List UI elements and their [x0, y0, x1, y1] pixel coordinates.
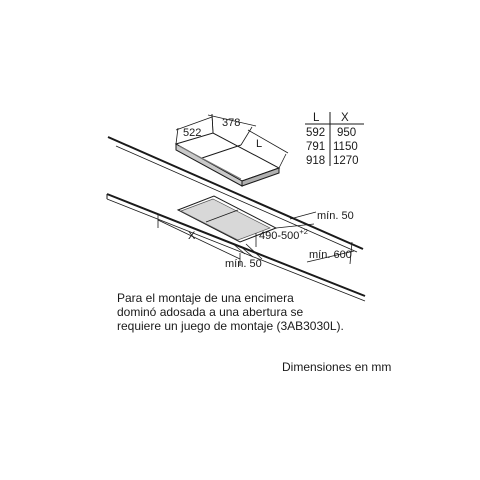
x-dimension — [157, 214, 241, 266]
mounting-note-line-2: dominó adosada a una abertura se — [117, 305, 304, 319]
dim-min-back: mín. 50 — [317, 210, 354, 222]
table-cell-l-3: 918 — [306, 155, 325, 167]
dim-cutout-depth: 490-500+2 — [259, 227, 308, 242]
table-cell-x-3: 1270 — [333, 155, 359, 167]
dim-min-side: mín. 600 — [309, 249, 352, 261]
units-caption: Dimensiones en mm — [282, 360, 392, 374]
table-header-x: X — [341, 112, 349, 124]
dim-min-front: mín. 50 — [225, 258, 262, 270]
table-header-l: L — [313, 112, 320, 124]
upper-countertop-inner — [115, 145, 358, 253]
hob-units — [174, 132, 281, 187]
min-side-dimension — [306, 241, 355, 265]
dim-cutout-depth-tol: +2 — [299, 227, 308, 236]
min-front-dimension — [231, 242, 254, 258]
size-table-lines — [305, 112, 364, 166]
lower-countertop — [106, 193, 366, 302]
dim-378: 378 — [222, 117, 240, 129]
mounting-note: Para el montaje de una encimera dominó a… — [117, 291, 417, 333]
dim-x: X — [188, 230, 196, 242]
upper-countertop-edge — [107, 136, 364, 250]
table-cell-l-2: 791 — [306, 141, 325, 153]
mounting-note-line-1: Para el montaje de una encimera — [117, 291, 294, 305]
mounting-note-line-3: requiere un juego de montaje (3AB3030L). — [117, 319, 344, 333]
dim-522: 522 — [183, 127, 201, 139]
min-back-dimension — [289, 211, 317, 220]
depth-dimension — [245, 223, 315, 260]
dim-cutout-depth-base: 490-500 — [259, 230, 299, 242]
dim-l: L — [256, 138, 262, 150]
hob-dimension-lines — [175, 113, 289, 169]
table-cell-x-1: 950 — [337, 127, 356, 139]
table-cell-x-2: 1150 — [333, 141, 358, 153]
table-cell-l-1: 592 — [306, 127, 325, 139]
